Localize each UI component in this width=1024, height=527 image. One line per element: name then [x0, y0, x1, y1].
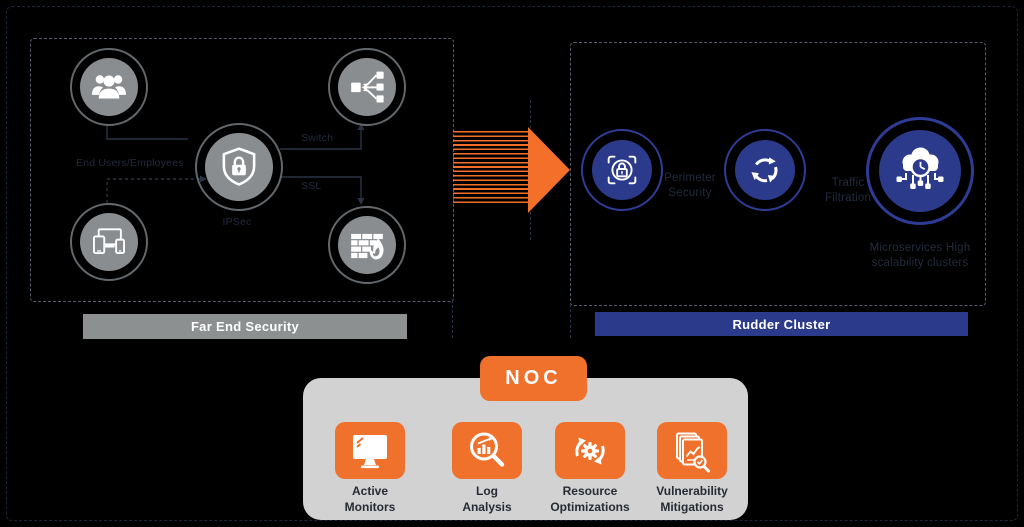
microservices-circle	[866, 117, 974, 225]
end-users-label: End Users/Employees	[76, 157, 184, 169]
traffic-label: Traffic Filtration	[824, 177, 872, 204]
vulnerability-mitigations-tile	[657, 422, 727, 479]
sync-icon	[751, 157, 778, 183]
log-analysis-caption: Log Analysis	[462, 484, 512, 514]
cloud-clock-icon	[896, 147, 944, 189]
resource-optimizations-caption: Resource Optimizations	[550, 484, 630, 514]
active-monitors-caption: Active Monitors	[344, 484, 396, 514]
shield-circle	[195, 123, 283, 211]
rudder-cluster-bar-label: Rudder Cluster	[732, 316, 831, 332]
firewall-circle	[328, 206, 406, 284]
switch-icon	[351, 71, 384, 103]
microservices-label: Microservices High scalability clusters	[869, 242, 971, 269]
firewall-icon	[351, 233, 384, 260]
traffic-circle	[724, 129, 806, 211]
noc-badge: NOC	[480, 356, 587, 401]
log-analysis-icon	[470, 432, 505, 467]
resource-optimizations-tile	[555, 422, 625, 479]
monitor-icon	[353, 434, 387, 468]
perimeter-security-label: Perimeter Security	[664, 172, 716, 199]
rudder-cluster-bar: Rudder Cluster	[595, 312, 968, 336]
perimeter-security-circle	[581, 129, 663, 211]
lock-scan-icon	[607, 155, 637, 185]
outer-dashed-frame	[6, 6, 1018, 521]
noc-badge-label: NOC	[505, 367, 562, 389]
link-bottom-label: SSL	[301, 180, 322, 192]
switch-circle	[328, 48, 406, 126]
flow-arrow-head	[528, 127, 570, 213]
left-box-stub-line	[452, 300, 453, 338]
right-box-stub-line	[570, 304, 571, 338]
far-end-security-bar-label: Far End Security	[190, 319, 300, 334]
devices-circle	[70, 203, 148, 281]
rudder-cluster-box	[570, 42, 986, 306]
shield-lock-icon	[222, 147, 256, 186]
far-end-connector-lines	[106, 123, 365, 205]
users-icon	[91, 75, 127, 99]
vulnerability-icon	[676, 432, 710, 472]
link-top-label: Switch	[301, 132, 334, 144]
end-users-circle	[70, 48, 148, 126]
far-end-security-bar: Far End Security	[83, 314, 407, 339]
flow-arrow-stripes	[453, 131, 529, 206]
ipsec-label: IPSec	[222, 216, 252, 228]
log-analysis-tile	[452, 422, 522, 479]
resource-optimization-icon	[575, 437, 605, 464]
devices-icon	[93, 228, 125, 255]
vulnerability-mitigations-caption: Vulnerability Mitigations	[656, 484, 728, 514]
active-monitors-tile	[335, 422, 405, 479]
